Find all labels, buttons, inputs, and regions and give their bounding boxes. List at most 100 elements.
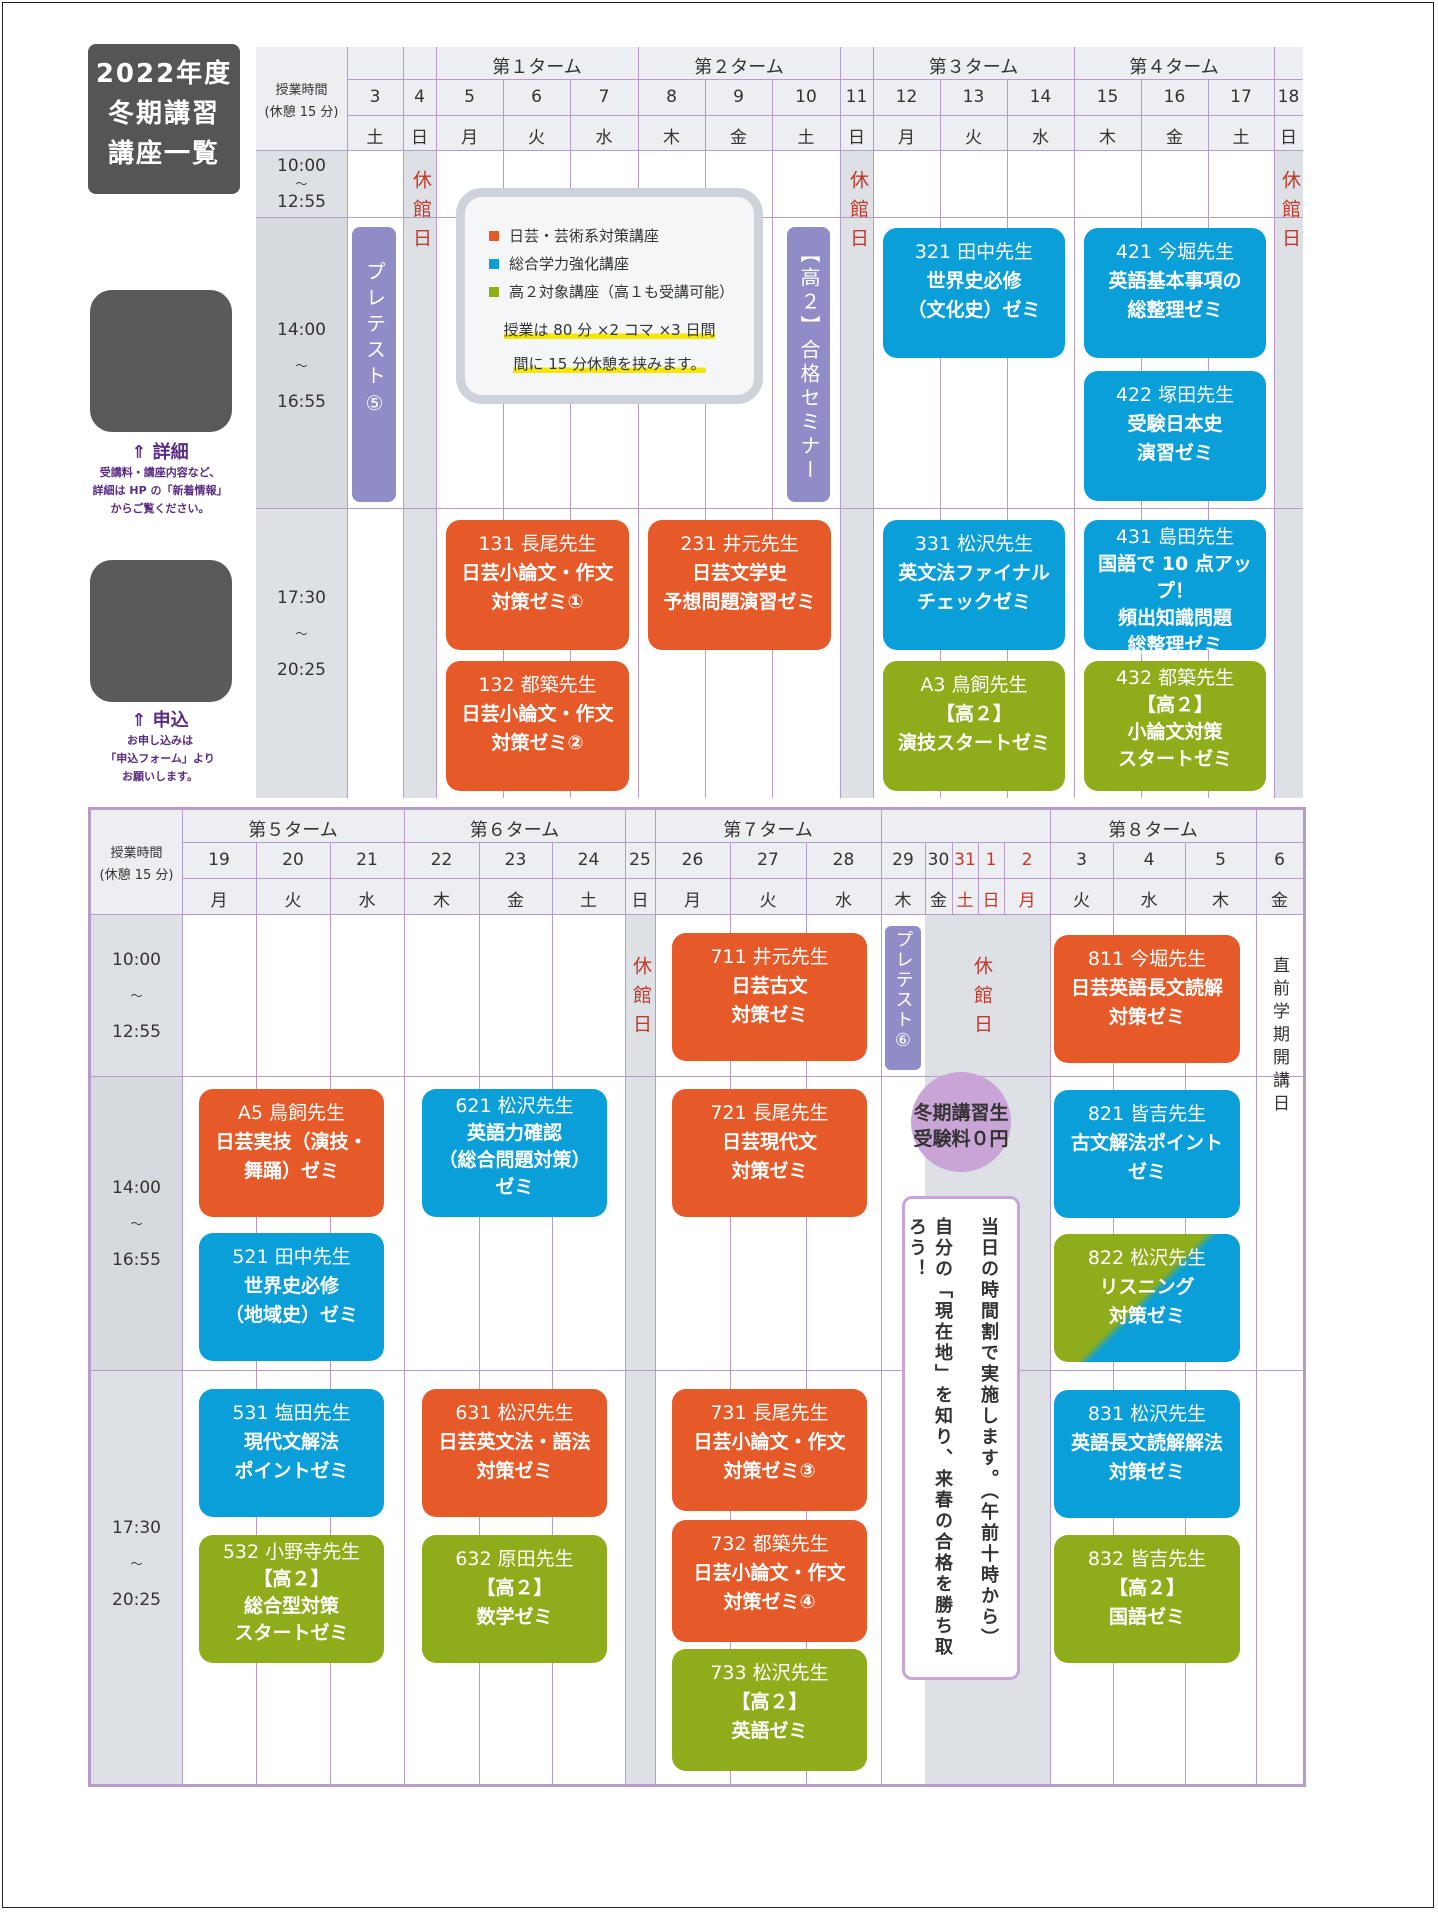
course-A3-card[interactable]: A3 鳥飼先生 【高２】 演技スタートゼミ bbox=[883, 661, 1065, 791]
lesson-time-label: 授業時間 bbox=[275, 83, 328, 98]
course-131-card[interactable]: 131 長尾先生 日芸小論文・作文 対策ゼミ① bbox=[446, 520, 629, 650]
course-231-name-2: 予想問題演習ゼミ bbox=[663, 591, 816, 613]
course-811-card[interactable]: 811 今堀先生 日芸英語長文読解 対策ゼミ bbox=[1054, 935, 1240, 1063]
lesson-time-label: 授業時間 bbox=[110, 846, 163, 861]
date-cell: 26 bbox=[681, 850, 704, 870]
date-cell: 17 bbox=[1230, 87, 1252, 107]
time-end: 16:55 bbox=[277, 392, 326, 412]
course-422-card[interactable]: 422 塚田先生 受験日本史 演習ゼミ bbox=[1084, 371, 1266, 501]
course-432-card[interactable]: 432 都築先生 【高２】 小論文対策 スタートゼミ bbox=[1084, 661, 1266, 791]
course-831-card[interactable]: 831 松沢先生 英語長文読解解法 対策ゼミ bbox=[1054, 1390, 1240, 1518]
course-331-name-2: チェックゼミ bbox=[916, 591, 1031, 613]
date-cell: 6 bbox=[1274, 850, 1285, 870]
course-422-name-1: 受験日本史 bbox=[1127, 413, 1223, 435]
course-831-name-1: 英語長文読解解法 bbox=[1070, 1432, 1223, 1454]
course-631-card[interactable]: 631 松沢先生 日芸英文法・語法 対策ゼミ bbox=[422, 1389, 607, 1517]
course-621-card[interactable]: 621 松沢先生 英語力確認 （総合問題対策） ゼミ bbox=[422, 1089, 607, 1217]
course-731-name-2: 対策ゼミ③ bbox=[723, 1460, 816, 1482]
course-421-name-1: 英語基本事項の bbox=[1108, 270, 1242, 292]
course-231-card[interactable]: 231 井元先生 日芸文学史 予想問題演習ゼミ bbox=[648, 520, 831, 650]
course-821-teacher: 821 皆吉先生 bbox=[1087, 1103, 1207, 1125]
course-432-name-1: 【高２】 bbox=[1136, 694, 1213, 716]
bubble-line-2: 受験料０円 bbox=[913, 1128, 1009, 1150]
weekday-cell: 日 bbox=[1280, 128, 1297, 148]
break-label: (休憩 15 分) bbox=[99, 868, 174, 883]
course-331-teacher: 331 松沢先生 bbox=[914, 533, 1034, 555]
course-733-name-1: 【高２】 bbox=[731, 1691, 808, 1713]
course-621-name-1: 英語力確認 bbox=[466, 1122, 562, 1144]
course-632-name-2: 数学ゼミ bbox=[476, 1606, 553, 1628]
weekday-cell: 水 bbox=[1032, 128, 1049, 148]
date-cell: 5 bbox=[1215, 850, 1226, 870]
course-821-name-2: ゼミ bbox=[1127, 1161, 1166, 1183]
course-321-card[interactable]: 321 田中先生 世界史必修 （文化史）ゼミ bbox=[883, 228, 1065, 358]
course-732-card[interactable]: 732 都築先生 日芸小論文・作文 対策ゼミ④ bbox=[672, 1520, 867, 1642]
closed-day-11: 休館日 bbox=[847, 170, 869, 257]
course-621-name-3: ゼミ bbox=[495, 1176, 534, 1198]
course-821-name-1: 古文解法ポイント bbox=[1070, 1132, 1223, 1154]
course-721-name-1: 日芸現代文 bbox=[721, 1131, 817, 1153]
detail-qr-code[interactable] bbox=[90, 290, 232, 432]
detail-desc-2: 詳細は HP の「新着情報」 bbox=[92, 484, 228, 497]
weekday-cell: 火 bbox=[759, 891, 777, 911]
pretest-6-card[interactable]: プレテスト⑥ bbox=[885, 926, 921, 1070]
legend-label-general: 総合学力強化講座 bbox=[509, 255, 630, 273]
last-column-label: 直前学期開講日 bbox=[1269, 956, 1289, 1117]
course-A3-name-2: 演技スタートゼミ bbox=[897, 732, 1050, 754]
apply-qr-code[interactable] bbox=[90, 560, 232, 702]
top-time-1: 10:00 〜 12:55 bbox=[256, 157, 347, 211]
course-421-card[interactable]: 421 今堀先生 英語基本事項の 総整理ゼミ bbox=[1084, 228, 1266, 358]
detail-label[interactable]: ⇑ 詳細 bbox=[131, 442, 189, 463]
course-631-teacher: 631 松沢先生 bbox=[455, 1402, 574, 1424]
legend-item-second-year: 高２対象講座（高１も受講可能） bbox=[489, 281, 734, 302]
course-821-card[interactable]: 821 皆吉先生 古文解法ポイント ゼミ bbox=[1054, 1090, 1240, 1218]
course-733-card[interactable]: 733 松沢先生 【高２】 英語ゼミ bbox=[672, 1649, 867, 1771]
course-822-teacher: 822 松沢先生 bbox=[1087, 1247, 1207, 1269]
detail-desc-1: 受講料・講座内容など、 bbox=[99, 466, 221, 479]
course-832-card[interactable]: 832 皆吉先生 【高２】 国語ゼミ bbox=[1054, 1535, 1240, 1663]
weekday-cell: 水 bbox=[358, 891, 376, 911]
course-711-card[interactable]: 711 井元先生 日芸古文 対策ゼミ bbox=[672, 933, 867, 1061]
course-132-card[interactable]: 132 都築先生 日芸小論文・作文 対策ゼミ② bbox=[446, 661, 629, 791]
course-732-name-2: 対策ゼミ④ bbox=[723, 1591, 816, 1613]
bubble-text: 冬期講習生 受験料０円 bbox=[881, 1100, 1041, 1152]
course-822-card[interactable]: 822 松沢先生 リスニング 対策ゼミ bbox=[1054, 1234, 1240, 1362]
date-cell: 1 bbox=[985, 850, 997, 870]
title-line-2: 冬期講習 bbox=[107, 99, 220, 129]
course-532-card[interactable]: 532 小野寺先生 【高２】 総合型対策 スタートゼミ bbox=[199, 1535, 384, 1663]
seminar-card[interactable]: 【高２】合格セミナー bbox=[787, 227, 830, 502]
course-632-card[interactable]: 632 原田先生 【高２】 数学ゼミ bbox=[422, 1535, 607, 1663]
course-531-name-2: ポイントゼミ bbox=[234, 1460, 349, 1482]
time-start: 17:30 bbox=[277, 588, 326, 608]
weekday-cell: 土 bbox=[580, 891, 597, 911]
legend-note-1-text: 授業は 80 分 ×2 コマ ×3 日間 bbox=[503, 321, 716, 339]
date-cell: 10 bbox=[795, 87, 817, 107]
weekday-cell: 火 bbox=[528, 128, 545, 148]
date-cell: 22 bbox=[430, 850, 453, 870]
course-731-card[interactable]: 731 長尾先生 日芸小論文・作文 対策ゼミ③ bbox=[672, 1389, 867, 1511]
legend-box: 日芸・芸術系対策講座 総合学力強化講座 高２対象講座（高１も受講可能） 授業は … bbox=[456, 188, 763, 404]
apply-label[interactable]: ⇑ 申込 bbox=[131, 710, 189, 731]
course-A3-teacher: A3 鳥飼先生 bbox=[920, 674, 1028, 696]
course-431-card[interactable]: 431 島田先生 国語で 10 点アップ！ 頻出知識問題 総整理ゼミ bbox=[1084, 520, 1266, 656]
bottom-time-1: 10:00 〜 12:55 bbox=[91, 942, 182, 1050]
top-time-3: 17:30 〜 20:25 bbox=[256, 580, 347, 688]
course-331-card[interactable]: 331 松沢先生 英文法ファイナル チェックゼミ bbox=[883, 520, 1065, 650]
course-721-teacher: 721 長尾先生 bbox=[710, 1102, 829, 1124]
course-631-name-1: 日芸英文法・語法 bbox=[438, 1431, 591, 1453]
time-end: 12:55 bbox=[277, 192, 326, 212]
weekday-cell: 金 bbox=[1166, 128, 1183, 148]
course-132-name-1: 日芸小論文・作文 bbox=[461, 703, 614, 725]
course-721-card[interactable]: 721 長尾先生 日芸現代文 対策ゼミ bbox=[672, 1089, 867, 1217]
weekday-cell: 火 bbox=[965, 128, 982, 148]
time-start: 10:00 bbox=[112, 950, 161, 970]
course-A5-card[interactable]: A5 鳥飼先生 日芸実技（演技・ 舞踊）ゼミ bbox=[199, 1089, 384, 1217]
course-421-name-2: 総整理ゼミ bbox=[1127, 299, 1223, 321]
course-A5-name-2: 舞踊）ゼミ bbox=[243, 1160, 339, 1182]
course-531-card[interactable]: 531 塩田先生 現代文解法 ポイントゼミ bbox=[199, 1389, 384, 1517]
weekday-cell: 月 bbox=[1018, 891, 1036, 911]
course-521-card[interactable]: 521 田中先生 世界史必修 （地域史）ゼミ bbox=[199, 1233, 384, 1361]
date-cell: 19 bbox=[208, 850, 230, 870]
pretest-5-card[interactable]: プレテスト⑤ bbox=[352, 227, 396, 502]
legend-swatch-orange bbox=[489, 231, 499, 241]
